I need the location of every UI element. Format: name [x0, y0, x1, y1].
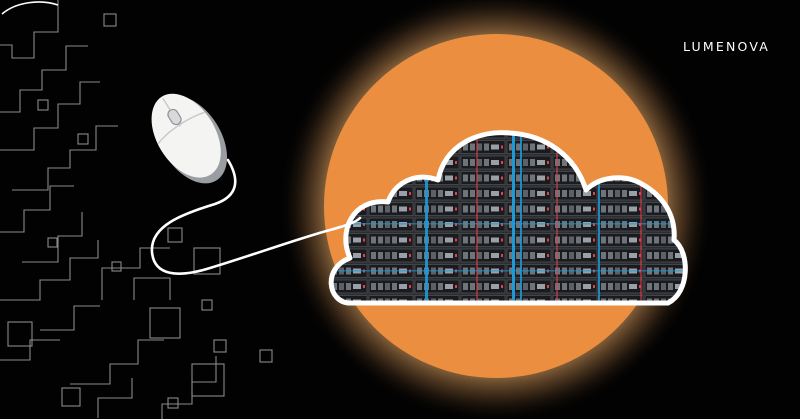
computer-mouse-icon: [151, 93, 228, 184]
brand-logo: LUMENOVA: [683, 39, 771, 54]
pixel-grid-decoration: [0, 0, 273, 419]
brand-arc-icon: [1, 1, 59, 15]
cloud-icon: [328, 130, 688, 306]
mouse-cable: [150, 158, 362, 275]
